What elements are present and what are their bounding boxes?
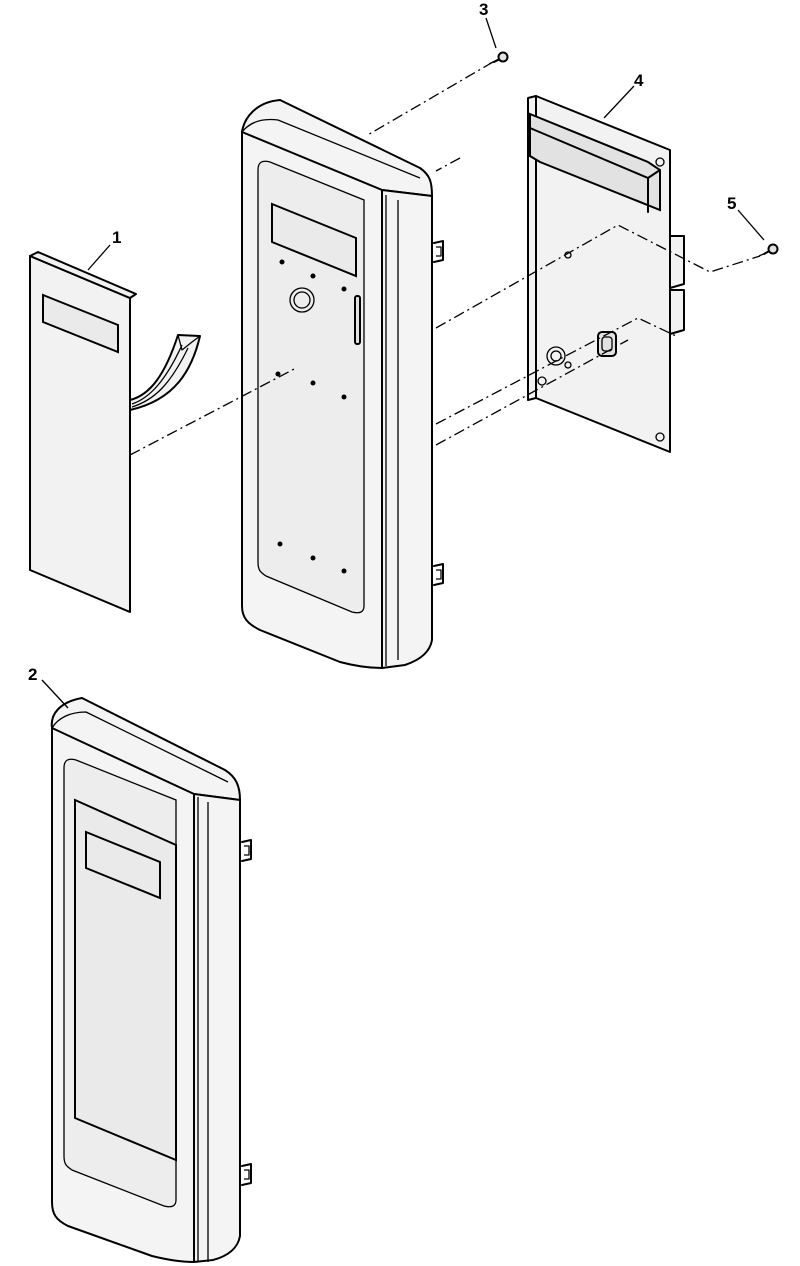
callout-3: 3 [479, 0, 488, 19]
part-2-panel-assembly[interactable] [50, 697, 252, 1263]
callout-4: 4 [634, 71, 644, 90]
callout-1: 1 [112, 228, 121, 247]
part-5-screw[interactable] [758, 243, 779, 257]
assembly-lines [129, 61, 761, 456]
callout-5: 5 [727, 194, 736, 213]
control-panel-frame[interactable] [241, 99, 444, 669]
callout-2: 2 [28, 665, 37, 684]
leader-lines [41, 17, 765, 709]
part-4-circuit-board[interactable] [527, 95, 685, 453]
part-1-keypad-membrane[interactable] [29, 251, 201, 613]
